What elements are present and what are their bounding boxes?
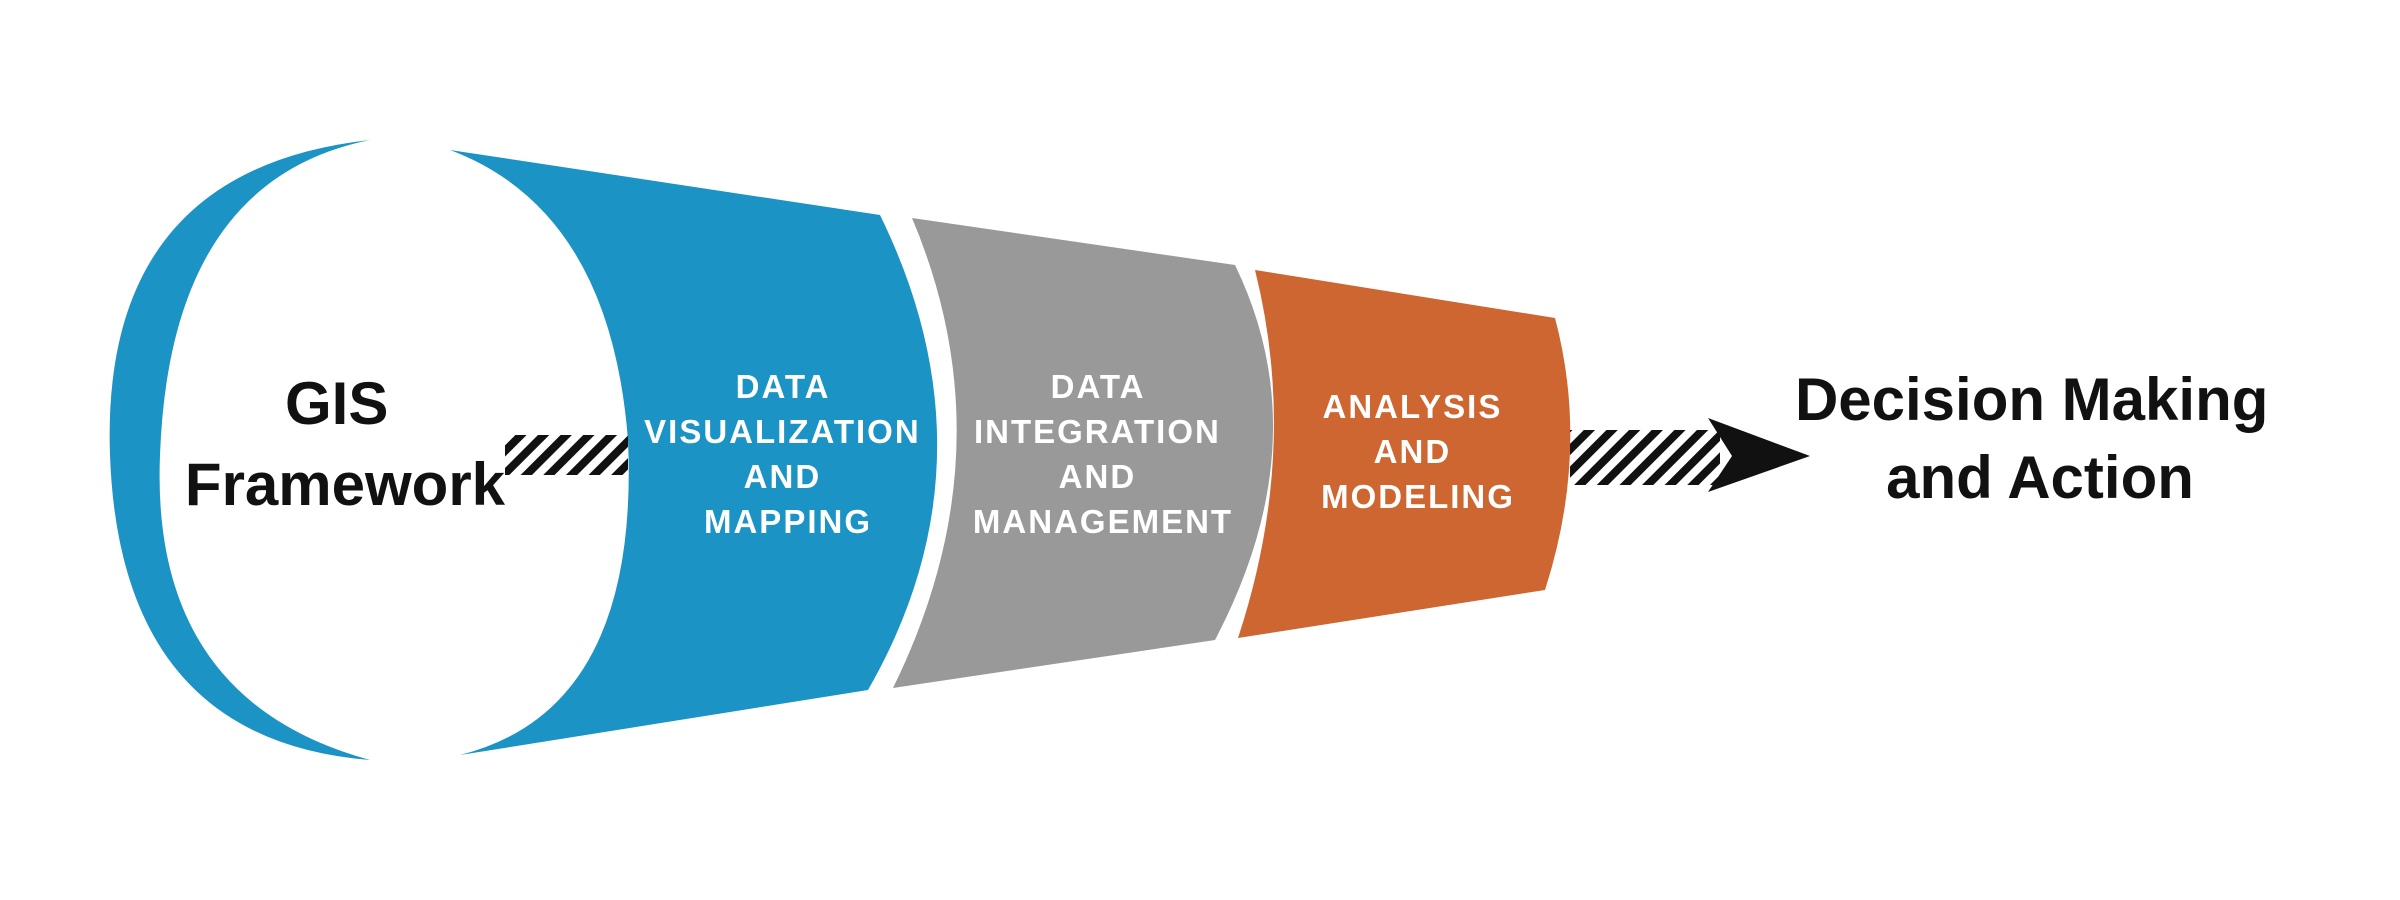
hatched-arrow-icon	[505, 435, 628, 475]
stage-2-label-line-4: MANAGEMENT	[973, 503, 1233, 540]
hatched-arrow-head-icon	[1708, 418, 1810, 492]
hatched-arrow-tail-icon	[1570, 430, 1720, 485]
source-label-line-1: GIS	[285, 370, 388, 437]
stage-3-label-line-1: ANALYSIS	[1323, 388, 1503, 425]
stage-1-label-line-4: MAPPING	[704, 503, 872, 540]
stage-1-label-line-2: VISUALIZATION	[644, 413, 921, 450]
stage-2-label-line-1: DATA	[1051, 368, 1145, 405]
funnel-opening-ring	[109, 140, 370, 760]
stage-2-label: DATA INTEGRATION AND MANAGEMENT	[973, 368, 1233, 540]
stage-1-label-line-3: AND	[744, 458, 822, 495]
stage-1-label-line-1: DATA	[736, 368, 830, 405]
outcome-label: Decision Making and Action	[1795, 366, 2285, 511]
stage-3-label: ANALYSIS AND MODELING	[1321, 388, 1515, 515]
stage-1-label: DATA VISUALIZATION AND MAPPING	[644, 368, 932, 540]
stage-2-segment	[893, 218, 1274, 688]
source-label: GIS Framework	[185, 370, 506, 518]
source-label-line-2: Framework	[185, 451, 506, 518]
stage-3-label-line-3: MODELING	[1321, 478, 1515, 515]
stage-2-label-line-2: INTEGRATION	[974, 413, 1221, 450]
stage-1-segment	[450, 150, 938, 755]
outcome-label-line-2: and Action	[1886, 444, 2194, 511]
stage-3-segment	[1238, 270, 1571, 638]
stage-3-label-line-2: AND	[1374, 433, 1452, 470]
stage-2-label-line-3: AND	[1059, 458, 1137, 495]
outcome-label-line-1: Decision Making	[1795, 366, 2268, 433]
